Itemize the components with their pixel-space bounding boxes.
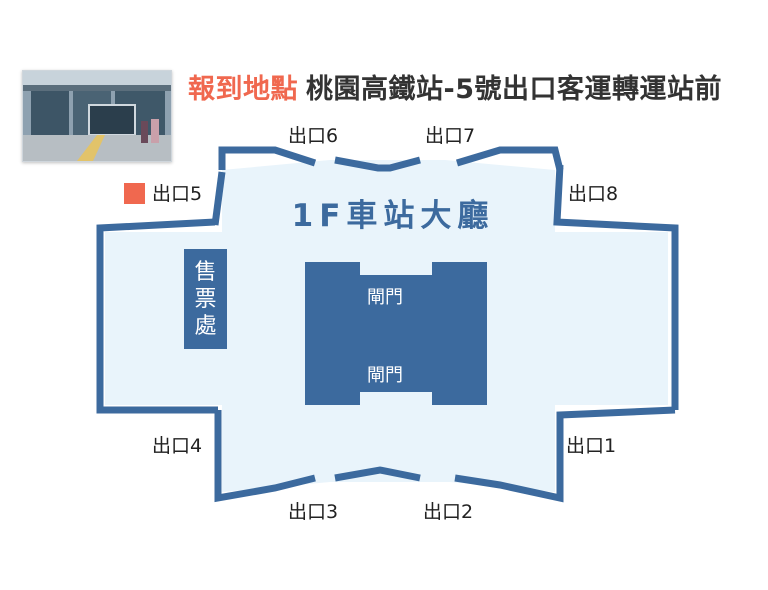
wall-bottom-middle <box>334 466 421 482</box>
wall-top-middle <box>334 156 421 172</box>
title-location: 桃園高鐵站-5號出口客運轉運站前 <box>306 74 722 105</box>
title-highlight: 報到地點 <box>188 74 298 105</box>
hall-title: 1F車站大廳 <box>291 198 495 234</box>
checkin-location-marker <box>124 183 145 204</box>
wall-right-lower <box>454 406 676 503</box>
ticket-office-char-2: 票 <box>194 286 217 312</box>
wall-top-right <box>455 146 564 171</box>
ticket-office-char-3: 處 <box>194 313 217 339</box>
entrance-photo <box>22 70 172 162</box>
exit-2-label: 出口2 <box>423 501 474 523</box>
exit-3-label: 出口3 <box>288 501 339 523</box>
gate-label-upper: 閘門 <box>367 287 403 308</box>
exit-5-label: 出口5 <box>152 183 203 205</box>
exit-4-label: 出口4 <box>152 435 203 457</box>
exit-6-label: 出口6 <box>288 125 339 147</box>
ticket-office-char-1: 售 <box>194 259 217 285</box>
station-entrance-photo-icon <box>23 71 171 161</box>
wall-right-upper <box>553 164 679 410</box>
ticket-office: 售 票 處 <box>184 249 227 349</box>
wall-left-lower <box>96 218 218 414</box>
location-title: 報到地點桃園高鐵站-5號出口客運轉運站前 <box>188 72 722 108</box>
wall-top-left <box>218 146 317 170</box>
exit-1-label: 出口1 <box>566 435 617 457</box>
gate-label-lower: 閘門 <box>367 365 403 386</box>
wall-left-upper <box>211 171 226 226</box>
gate-block <box>305 262 487 405</box>
wall-bottom-left <box>214 410 316 503</box>
exit-7-label: 出口7 <box>425 125 476 147</box>
exit-8-label: 出口8 <box>568 183 619 205</box>
hall-walls <box>96 146 679 503</box>
